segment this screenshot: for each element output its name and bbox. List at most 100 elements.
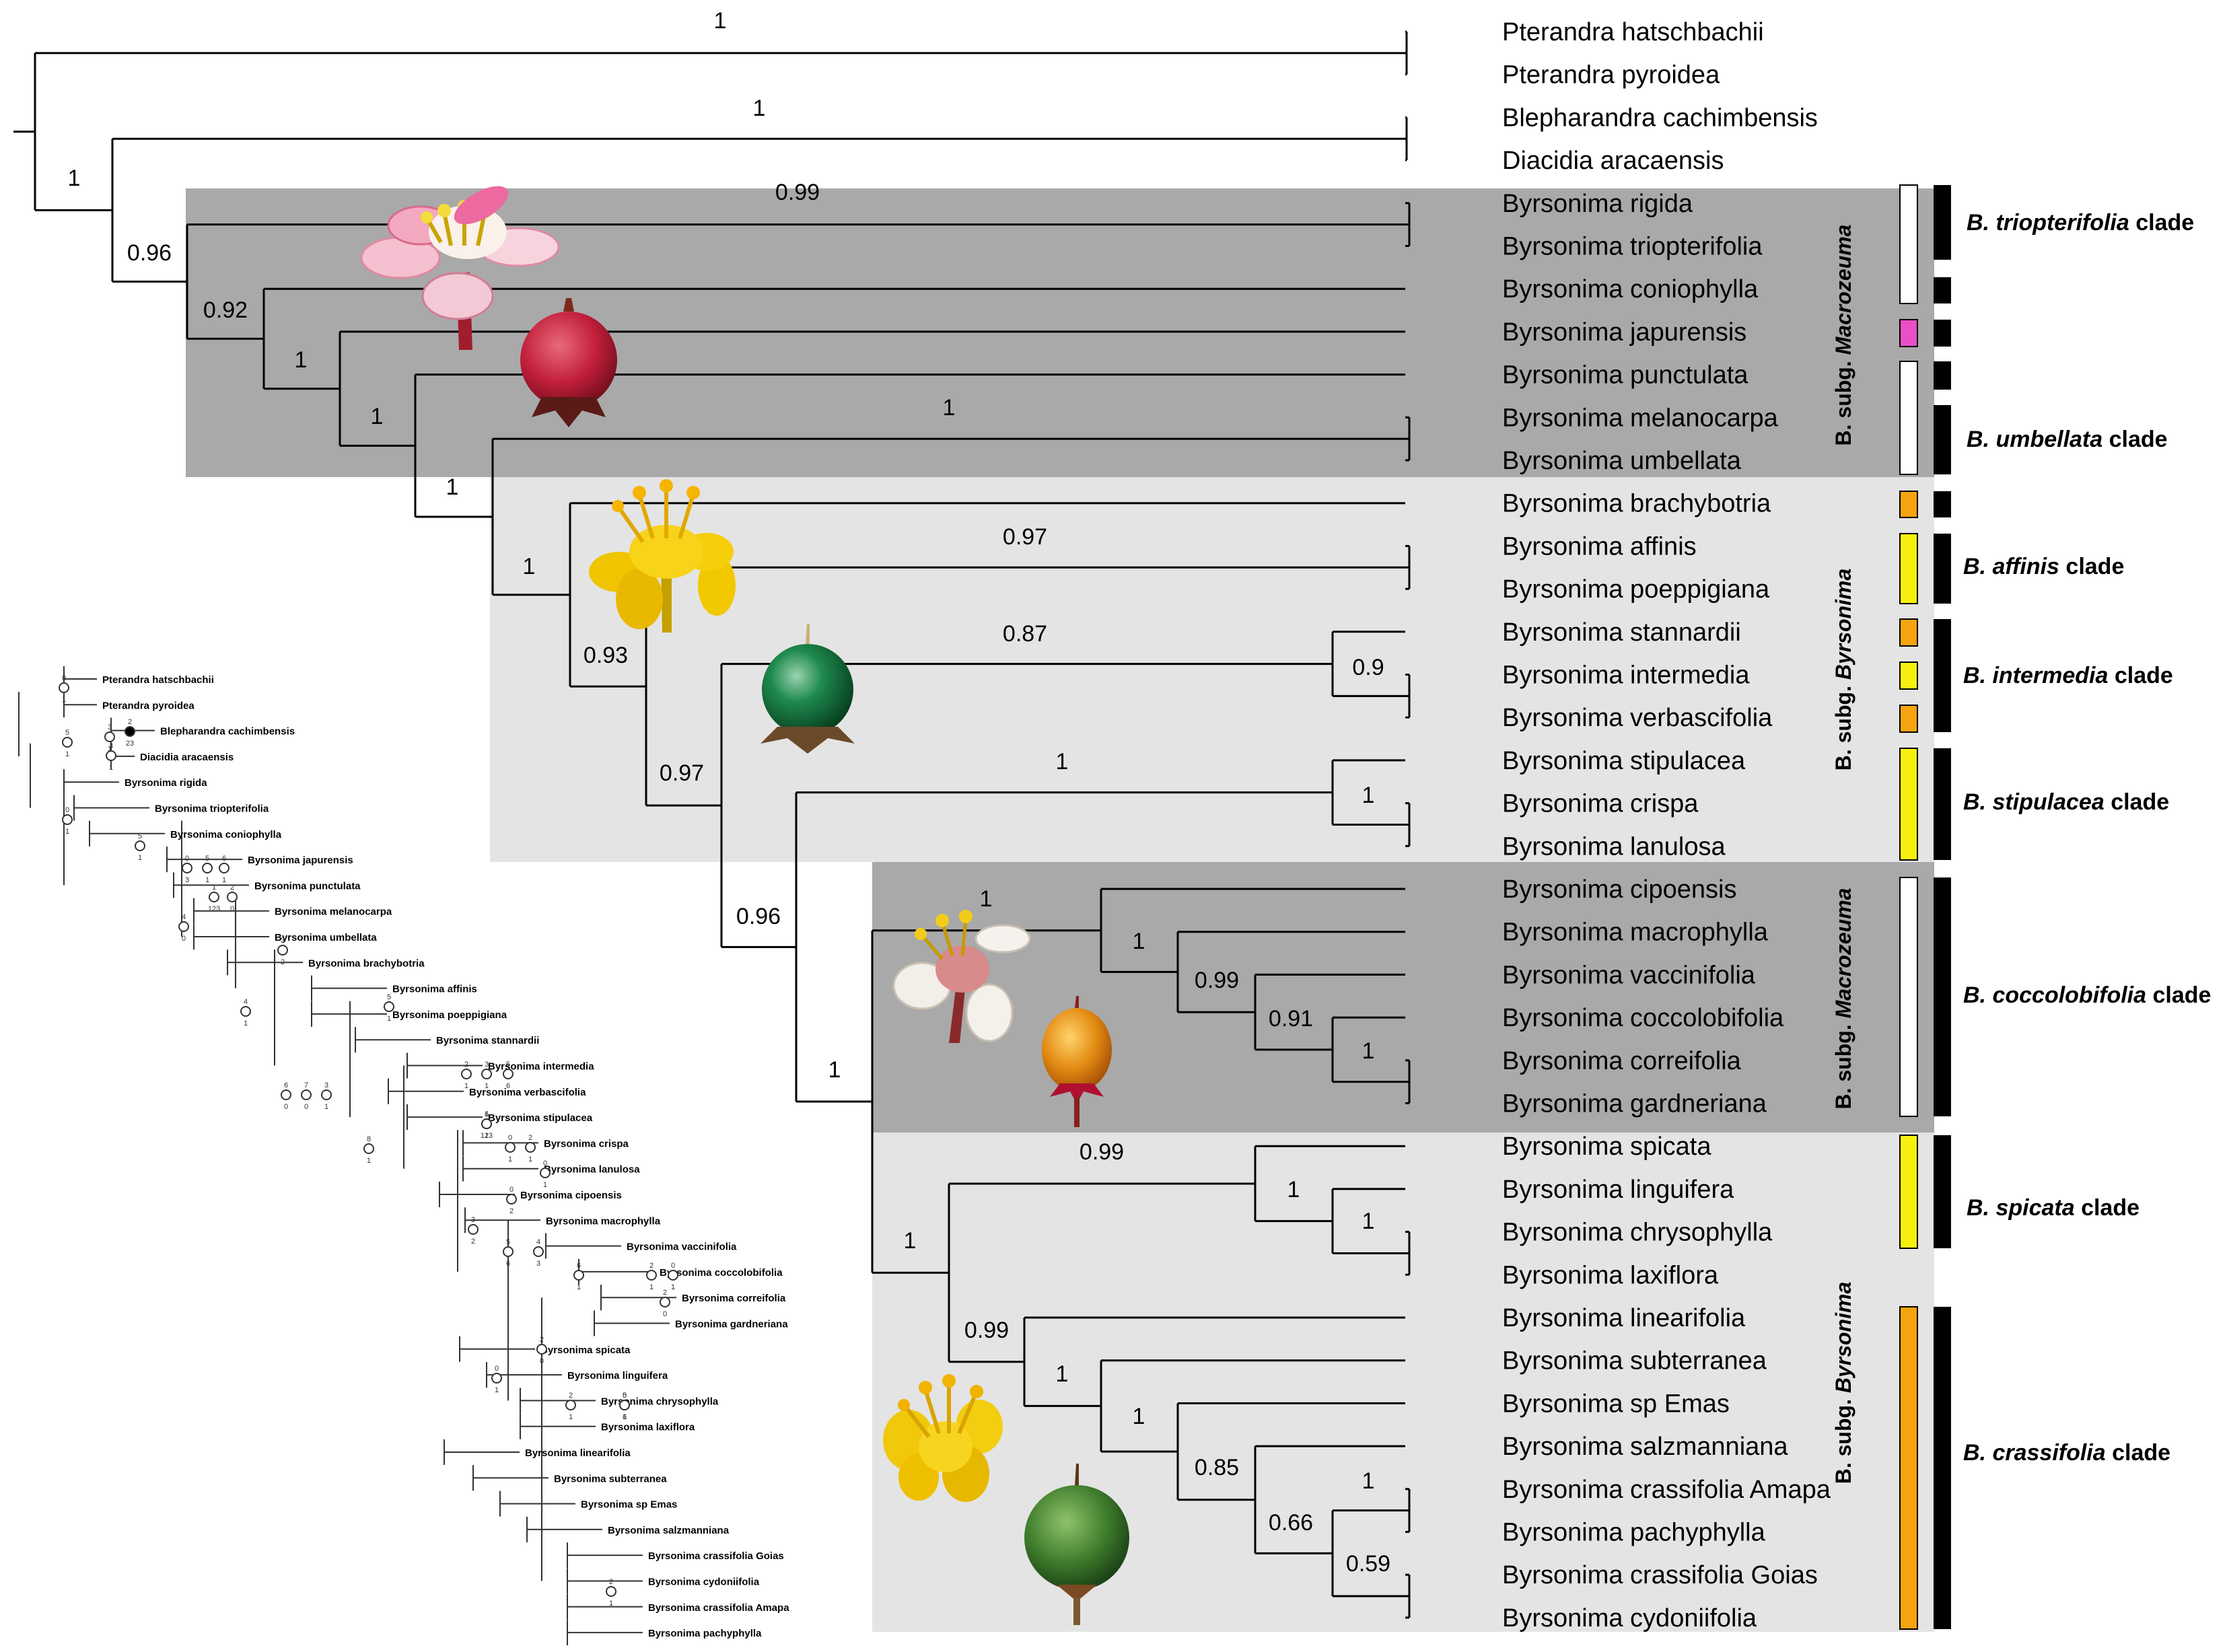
inset-taxon-label: Byrsonima crassifolia Amapa bbox=[648, 1602, 789, 1614]
clade-bar bbox=[1934, 1307, 1951, 1629]
character-state-mark bbox=[182, 863, 192, 873]
support-value: 1 bbox=[1133, 929, 1145, 954]
clade-shading-3 bbox=[872, 862, 1934, 1133]
character-state-mark bbox=[505, 1142, 516, 1153]
character-state: 1 bbox=[623, 1413, 627, 1421]
inset-taxon-label: Byrsonima melanocarpa bbox=[275, 906, 392, 918]
inset-taxon-label: Pterandra hatschbachii bbox=[102, 674, 214, 686]
character-state: 1 bbox=[464, 1082, 468, 1090]
character-state: 1 bbox=[485, 1082, 489, 1090]
clade-label: B. umbellata clade bbox=[1967, 427, 2168, 452]
inset-taxon-label: Byrsonima stannardii bbox=[436, 1035, 539, 1046]
clade-bar bbox=[1934, 277, 1951, 303]
clade-bar bbox=[1934, 491, 1951, 517]
character-state-mark bbox=[301, 1089, 312, 1100]
clade-label: B. triopterifolia clade bbox=[1967, 210, 2194, 236]
subgenus-label: B. subg. Macrozeuma bbox=[1831, 888, 1855, 1110]
orange-fruit-icon bbox=[1042, 996, 1112, 1127]
red-fruit-icon bbox=[520, 298, 617, 427]
clade-bar bbox=[1934, 619, 1951, 732]
clade-label: B. intermedia clade bbox=[1963, 663, 2173, 688]
character-number: 0 bbox=[623, 1392, 627, 1400]
petal-color-box bbox=[1899, 1135, 1918, 1249]
character-state-mark bbox=[506, 1194, 517, 1205]
support-value: 1 bbox=[523, 554, 536, 579]
character-number: 2 bbox=[569, 1392, 573, 1400]
main-tree-branches bbox=[13, 30, 1411, 1619]
inset-taxon-label: Pterandra pyroidea bbox=[102, 700, 195, 711]
taxon-label: Byrsonima subterranea bbox=[1502, 1347, 1767, 1375]
character-state-mark bbox=[104, 731, 115, 742]
subgenus-label: B. subg. Byrsonima bbox=[1831, 1282, 1855, 1484]
inset-taxon-label: Byrsonima cydoniifolia bbox=[648, 1577, 760, 1588]
support-value: 0.93 bbox=[584, 643, 628, 668]
support-value: 0.87 bbox=[1003, 621, 1047, 647]
support-value: 1 bbox=[1133, 1404, 1145, 1429]
character-state-mark bbox=[106, 750, 116, 761]
clade-label: B. stipulacea clade bbox=[1963, 789, 2169, 815]
support-value: 1 bbox=[904, 1228, 917, 1254]
support-value: 1 bbox=[1362, 1209, 1375, 1234]
taxon-label: Byrsonima salzmanniana bbox=[1502, 1433, 1788, 1461]
inset-taxon-label: Byrsonima triopterifolia bbox=[155, 803, 269, 815]
character-number: 2 bbox=[528, 1134, 532, 1142]
character-state-mark bbox=[461, 1069, 472, 1079]
white-flower-icon bbox=[892, 910, 1031, 1043]
character-state-mark bbox=[668, 1270, 678, 1281]
character-state: 1 bbox=[649, 1283, 653, 1291]
support-value: 1 bbox=[714, 8, 727, 34]
character-number: 6 bbox=[577, 1262, 581, 1270]
inset-taxon-label: Byrsonima coccolobifolia bbox=[660, 1267, 783, 1279]
clade-bar bbox=[1934, 361, 1951, 390]
character-number: 2 bbox=[663, 1289, 667, 1297]
taxon-label: Byrsonima affinis bbox=[1502, 532, 1697, 561]
inset-taxon-label: Blepharandra cachimbensis bbox=[160, 726, 295, 738]
taxon-label: Byrsonima lanulosa bbox=[1502, 832, 1726, 861]
yellow-flower-icon bbox=[589, 479, 736, 633]
character-state: 1 bbox=[138, 854, 142, 862]
character-state: 0 bbox=[284, 1103, 288, 1111]
taxon-label: Byrsonima cydoniifolia bbox=[1502, 1604, 1757, 1632]
character-number: 2 bbox=[540, 1336, 544, 1344]
taxon-label: Byrsonima stannardii bbox=[1502, 618, 1741, 647]
inset-taxon-label: Byrsonima crassifolia Goias bbox=[648, 1550, 784, 1562]
character-state: 1 bbox=[528, 1155, 532, 1163]
clade-label: B. crassifolia clade bbox=[1963, 1440, 2170, 1466]
inset-taxon-label: Byrsonima cipoensis bbox=[520, 1190, 622, 1201]
character-state: 1 bbox=[367, 1157, 371, 1165]
character-number: 3 bbox=[471, 1216, 475, 1224]
character-number: 1 bbox=[485, 1110, 489, 1118]
character-state-mark bbox=[240, 1006, 251, 1017]
character-state-mark bbox=[491, 1373, 502, 1384]
character-state: 23 bbox=[126, 740, 134, 748]
character-state-mark bbox=[125, 726, 135, 737]
dark-green-fruit-icon bbox=[1024, 1464, 1129, 1625]
character-state: 1 bbox=[222, 876, 226, 884]
character-state: 123 bbox=[481, 1132, 493, 1140]
character-number: 4 bbox=[536, 1238, 540, 1246]
taxon-label: Byrsonima punctulata bbox=[1502, 361, 1748, 390]
character-state-mark bbox=[384, 1001, 394, 1012]
petal-color-box bbox=[1899, 361, 1918, 475]
character-state-mark bbox=[606, 1586, 616, 1597]
character-state-mark bbox=[619, 1400, 630, 1410]
petal-color-box bbox=[1899, 1306, 1918, 1630]
support-value: 0.96 bbox=[127, 240, 172, 266]
flower-fruit-illustrations bbox=[360, 186, 1129, 1625]
character-state-mark bbox=[178, 921, 189, 932]
support-value: 0.97 bbox=[660, 760, 704, 786]
character-state-mark bbox=[321, 1089, 332, 1100]
clade-bar bbox=[1934, 877, 1951, 1116]
character-number: 6 bbox=[485, 1110, 489, 1118]
character-number: 0 bbox=[185, 855, 189, 863]
character-state-mark bbox=[573, 1270, 584, 1281]
taxon-label: Byrsonima coccolobifolia bbox=[1502, 1004, 1784, 1032]
support-value: 0.99 bbox=[1195, 968, 1239, 993]
inset-taxon-label: Byrsonima japurensis bbox=[248, 855, 353, 866]
taxon-label: Byrsonima gardneriana bbox=[1502, 1090, 1767, 1118]
taxon-label: Byrsonima linguifera bbox=[1502, 1176, 1734, 1204]
character-state: 1 bbox=[324, 1103, 328, 1111]
